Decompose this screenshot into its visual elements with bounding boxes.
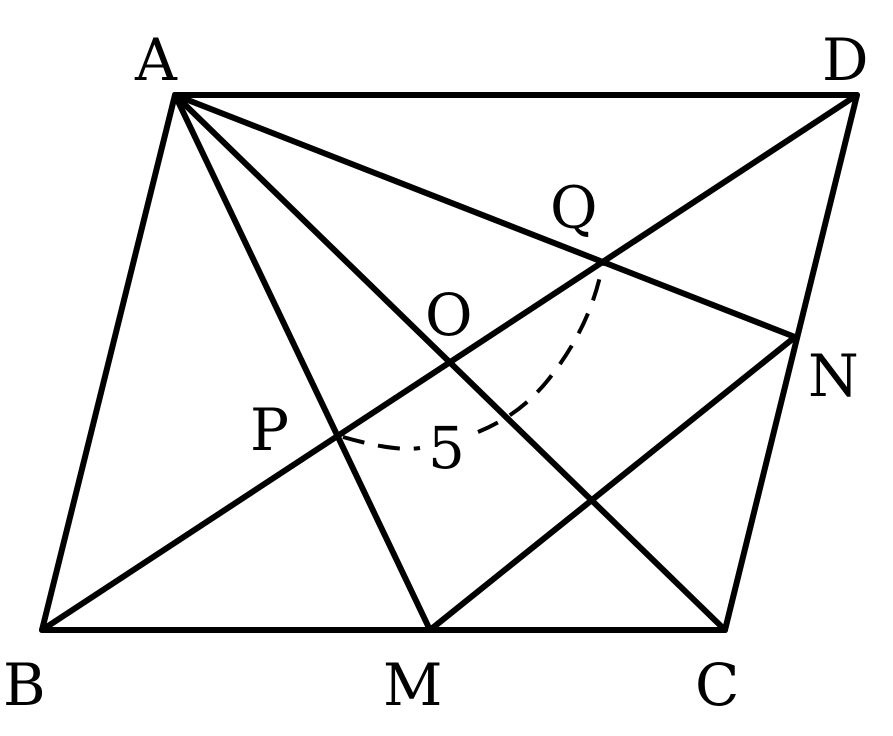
label-m: M xyxy=(383,651,442,719)
label-p: P xyxy=(250,396,289,464)
segment-an xyxy=(172,92,798,340)
segment-ac xyxy=(172,92,728,633)
segment-cd xyxy=(722,92,860,633)
label-o: O xyxy=(425,281,473,349)
segment-mn xyxy=(427,334,798,633)
segment-am xyxy=(172,92,433,633)
segment-ab xyxy=(39,92,178,633)
label-n: N xyxy=(808,342,859,410)
label-a: A xyxy=(134,26,178,94)
label-d: D xyxy=(822,26,869,94)
pq-length-label: 5 xyxy=(428,414,465,482)
label-q: Q xyxy=(550,174,598,242)
label-c: C xyxy=(695,651,739,719)
label-b: B xyxy=(3,651,46,719)
pq-measure-arc xyxy=(342,261,605,451)
